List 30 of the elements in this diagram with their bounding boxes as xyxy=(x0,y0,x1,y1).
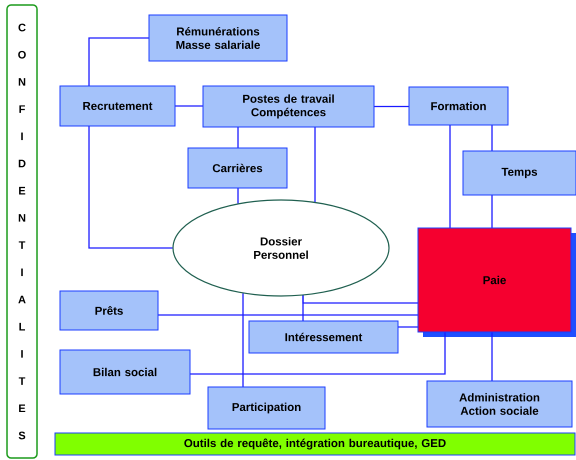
connector-line xyxy=(302,295,304,320)
topic-box: Prêts xyxy=(60,290,158,330)
topic-box: Formation xyxy=(408,86,508,126)
connector-line xyxy=(449,126,451,228)
connector-line xyxy=(491,196,493,228)
connector-line xyxy=(314,128,316,202)
connector-line xyxy=(398,326,418,328)
connector-line xyxy=(88,126,172,249)
connector-line xyxy=(237,128,239,148)
connector-line xyxy=(88,37,148,86)
topic-box: Administration Action sociale xyxy=(426,380,572,428)
topic-box: Bilan social xyxy=(60,350,190,394)
connector-line xyxy=(176,105,202,107)
tools-band: Outils de requête, intégration bureautique, GED xyxy=(54,432,576,456)
connector-line xyxy=(374,106,408,108)
topic-box: Carrières xyxy=(188,148,288,188)
topic-box: Rémunérations Masse salariale xyxy=(148,14,288,62)
connector-line xyxy=(491,332,493,380)
topic-box: Participation xyxy=(208,386,326,430)
connector-line xyxy=(491,126,493,150)
topic-box: Postes de travail Compétences xyxy=(202,86,374,128)
topic-box: Temps xyxy=(462,150,576,196)
topic-box: Intéressement xyxy=(248,320,398,354)
connector-line xyxy=(242,293,244,386)
topic-box: Recrutement xyxy=(60,86,176,126)
payroll-box: Paie xyxy=(418,228,576,337)
vertical-text-box: CONFIDENTIALITES xyxy=(6,4,38,459)
connector-line xyxy=(190,332,446,375)
connector-line xyxy=(237,188,239,204)
connector-line xyxy=(158,314,418,316)
